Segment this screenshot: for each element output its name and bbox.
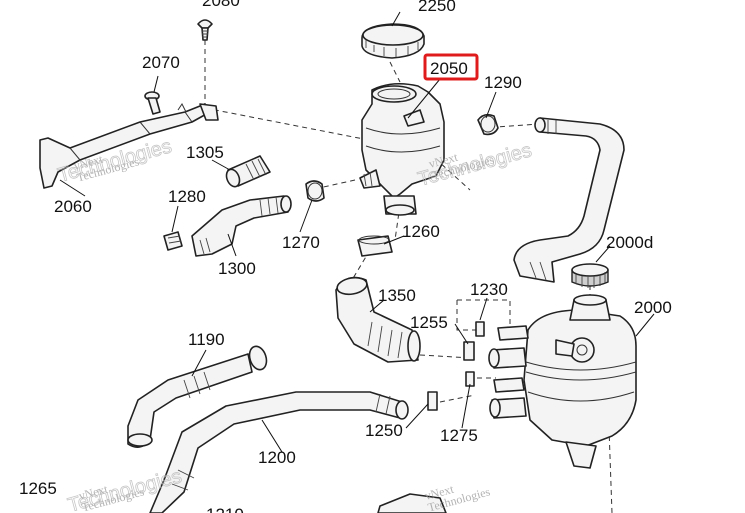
callout-2000[interactable]: 2000 <box>634 298 672 317</box>
part-2070-screw <box>144 91 161 115</box>
callout-1230[interactable]: 1230 <box>470 280 508 299</box>
part-small-seals <box>427 321 485 411</box>
callout-1275[interactable]: 1275 <box>440 426 478 445</box>
callout-1300[interactable]: 1300 <box>218 259 256 278</box>
part-2050-filler-neck <box>359 82 445 216</box>
callout-1255[interactable]: 1255 <box>410 313 448 332</box>
part-2250-cap <box>361 23 425 59</box>
part-1270-clamp <box>305 180 325 202</box>
part-2060-bracket <box>39 103 219 189</box>
part-2000-coolant-tank <box>488 294 637 469</box>
callout-1265[interactable]: 1265 <box>19 479 57 498</box>
callout-1280[interactable]: 1280 <box>168 187 206 206</box>
part-2000d-cap <box>571 263 609 288</box>
callout-1260[interactable]: 1260 <box>402 222 440 241</box>
highlight-box-2050 <box>423 53 479 81</box>
callout-2050[interactable]: 2050 <box>430 59 468 78</box>
callout-2000d[interactable]: 2000d <box>606 233 653 252</box>
callout-1270[interactable]: 1270 <box>282 233 320 252</box>
callout-2070[interactable]: 2070 <box>142 53 180 72</box>
part-1350-hose <box>335 276 421 363</box>
callout-2080[interactable]: 2080 <box>202 0 240 10</box>
callout-1350[interactable]: 1350 <box>378 286 416 305</box>
part-1190-hose <box>127 345 268 448</box>
part-2080-bolt <box>197 19 213 41</box>
part-1300-hose <box>191 195 292 257</box>
part-1280-clamp <box>163 231 183 251</box>
part-1290-clamp <box>477 113 499 136</box>
part-long-hose-upper <box>513 117 625 283</box>
part-1210 <box>377 493 447 513</box>
leader-lines <box>59 11 655 453</box>
callout-1250[interactable]: 1250 <box>365 421 403 440</box>
callout-1200[interactable]: 1200 <box>258 448 296 467</box>
callout-2250[interactable]: 2250 <box>418 0 456 15</box>
callout-1210[interactable]: 1210 <box>206 505 244 513</box>
part-1305-hose <box>225 155 271 188</box>
callout-labels: 2080 2250 2070 2050 1290 1305 2060 1280 … <box>19 0 672 513</box>
callout-1290[interactable]: 1290 <box>484 73 522 92</box>
callout-1305[interactable]: 1305 <box>186 143 224 162</box>
callout-1190[interactable]: 1190 <box>188 330 225 349</box>
callout-2060[interactable]: 2060 <box>54 197 92 216</box>
part-1260-clamp <box>357 235 393 257</box>
part-1200-hose <box>149 391 409 513</box>
